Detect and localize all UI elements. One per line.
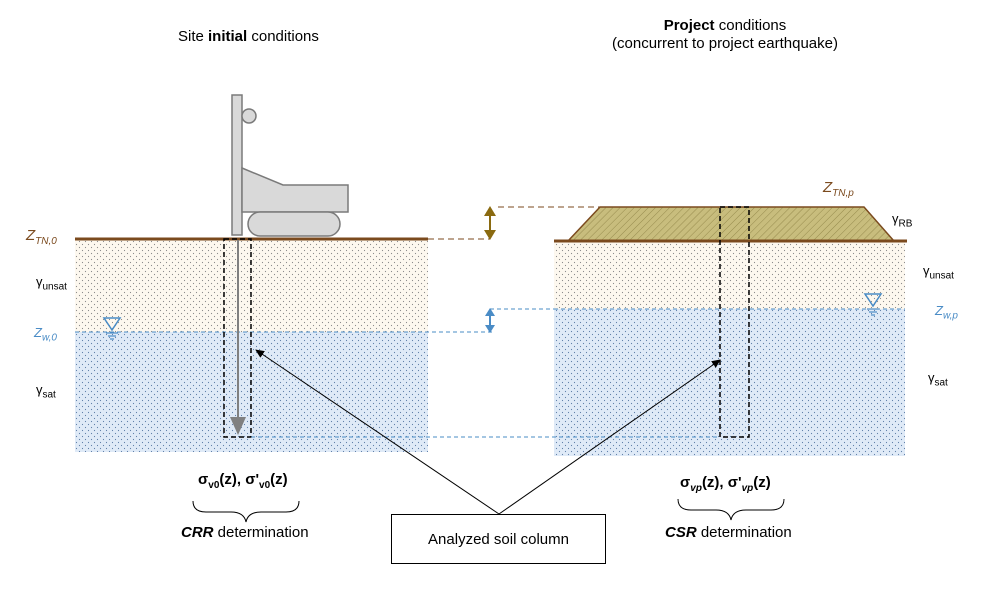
water-table-change-arrow [485, 308, 495, 333]
right-water-level-label: Zw,p [935, 303, 958, 322]
pointer-arrow-left [255, 349, 500, 515]
right-gamma-sat-label: γsat [928, 370, 948, 389]
water-table-icon [102, 317, 122, 340]
analyzed-soil-column-label: Analyzed soil column [428, 530, 569, 548]
drilling-rig-icon [231, 94, 349, 237]
csr-determination-label: CSR determination [665, 524, 792, 541]
right-soil-column [719, 206, 750, 438]
left-brace [192, 500, 300, 523]
right-stress-label: σvp(z), σ'vp(z) [680, 474, 771, 494]
left-title: Site initial conditions [178, 28, 319, 45]
left-ground-elevation-label: ZTN,0 [26, 227, 57, 247]
right-gamma-unsat-label: γunsat [923, 263, 954, 282]
left-gamma-unsat-label: γunsat [36, 274, 67, 293]
right-title: Project conditions (concurrent to projec… [612, 17, 838, 52]
pointer-arrow-right [498, 359, 721, 515]
left-soil-profile [75, 237, 495, 452]
left-gamma-sat-label: γsat [36, 382, 56, 401]
right-gamma-rb-label: γRB [892, 211, 913, 230]
right-soil-profile [490, 206, 907, 456]
water-table-icon [863, 293, 883, 316]
right-ground-elevation-label: ZTN,p [823, 179, 854, 199]
left-stress-label: σv0(z), σ'v0(z) [198, 471, 288, 491]
crr-determination-label: CRR determination [181, 524, 309, 541]
right-brace [677, 498, 785, 521]
ground-elevation-change-arrow [484, 206, 496, 240]
analyzed-soil-column-box: Analyzed soil column [391, 514, 606, 564]
left-water-level-label: Zw,0 [34, 325, 57, 344]
